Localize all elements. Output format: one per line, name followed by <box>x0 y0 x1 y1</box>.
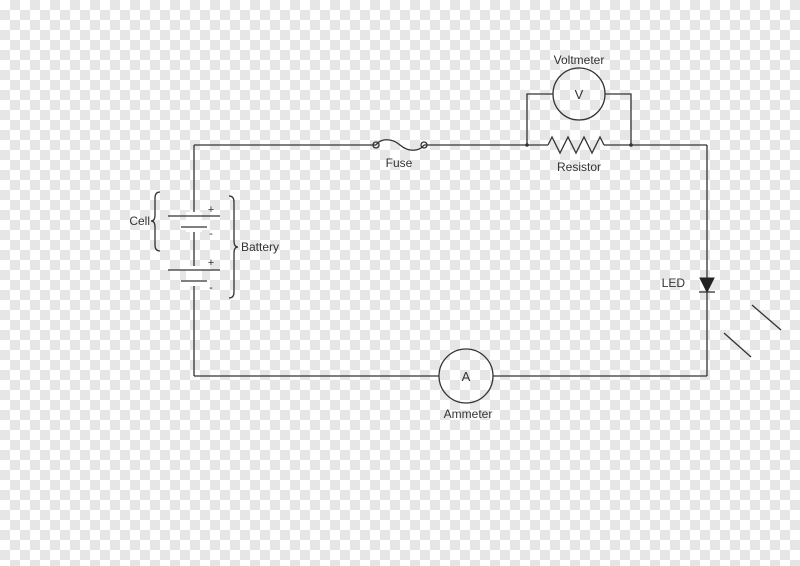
main-wires <box>193 144 708 377</box>
led-light-ray <box>723 332 752 358</box>
cell-label: Cell <box>129 214 150 228</box>
voltmeter-label: Voltmeter <box>554 53 605 67</box>
cell-brace <box>150 191 161 252</box>
voltmeter-branch <box>525 93 633 147</box>
cell-2-plus: + <box>208 257 214 269</box>
ammeter-label: Ammeter <box>444 407 493 421</box>
ammeter: A Ammeter <box>438 348 494 421</box>
led-label: LED <box>662 276 686 290</box>
voltmeter-symbol: V <box>575 87 584 102</box>
resistor-label: Resistor <box>557 160 601 174</box>
battery-brace <box>228 195 239 299</box>
voltmeter: V Voltmeter <box>552 53 606 121</box>
ammeter-symbol: A <box>462 369 471 384</box>
cell-1-plus: + <box>208 204 214 216</box>
battery-label: Battery <box>241 240 279 254</box>
cell-2-minus: - <box>209 282 213 294</box>
led: LED <box>662 276 782 358</box>
fuse: Fuse <box>372 139 428 170</box>
led-light-ray <box>751 304 782 331</box>
battery: + - + - Cell Battery <box>129 191 279 299</box>
resistor: Resistor <box>547 135 605 174</box>
cell-1-minus: - <box>209 228 213 240</box>
fuse-label: Fuse <box>386 156 413 170</box>
